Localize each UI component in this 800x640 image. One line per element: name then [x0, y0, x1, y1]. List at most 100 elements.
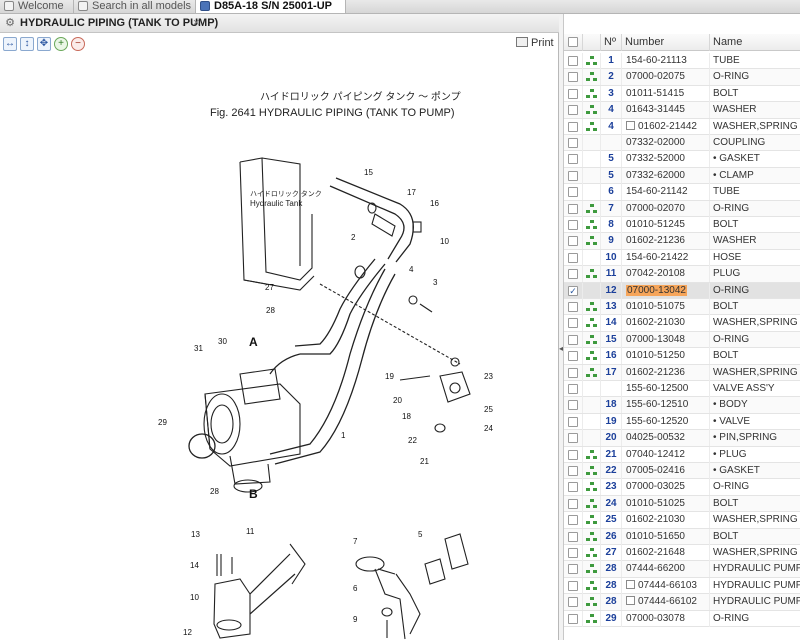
row-checkbox[interactable] [568, 548, 578, 558]
row-checkbox[interactable] [568, 498, 578, 509]
sub-item-checkbox[interactable] [626, 579, 635, 589]
row-checkbox[interactable] [568, 88, 578, 99]
row-select-cell[interactable] [564, 331, 583, 348]
row-part-number[interactable]: 01010-51075 [622, 299, 710, 315]
row-select-cell[interactable] [564, 167, 583, 184]
row-select-cell[interactable] [564, 217, 583, 233]
row-select-cell[interactable] [564, 528, 583, 545]
callout-16[interactable]: 16 [430, 199, 439, 208]
row-checkbox[interactable] [568, 105, 578, 116]
row-select-cell[interactable] [564, 184, 583, 201]
callout-1[interactable]: 1 [341, 431, 346, 440]
callout-14[interactable]: 14 [190, 561, 199, 570]
row-checkbox[interactable] [568, 220, 578, 230]
row-checkbox[interactable] [568, 531, 578, 542]
callout-20[interactable]: 20 [393, 396, 402, 405]
row-checkbox[interactable] [568, 203, 578, 214]
row-select-cell[interactable] [564, 430, 583, 447]
assembly-tree-icon[interactable] [586, 88, 598, 99]
row-select-cell[interactable] [564, 299, 583, 315]
row-checkbox[interactable] [568, 400, 578, 411]
assembly-tree-icon[interactable] [586, 334, 598, 345]
fit-height-icon[interactable]: ↕ [20, 37, 34, 51]
row-checkbox[interactable] [568, 580, 578, 591]
row-part-number[interactable]: 01602-21030 [622, 315, 710, 332]
row-part-number[interactable]: 07005-02416 [622, 463, 710, 479]
row-select-cell[interactable] [564, 135, 583, 151]
callout-30[interactable]: 30 [218, 337, 227, 346]
assembly-tree-icon[interactable] [586, 269, 598, 279]
callout-19[interactable]: 19 [385, 372, 394, 381]
close-icon[interactable]: × [193, 17, 200, 29]
callout-13[interactable]: 13 [191, 530, 200, 539]
row-select-cell[interactable] [564, 249, 583, 266]
row-checkbox[interactable] [568, 269, 578, 280]
row-part-number[interactable]: 07042-20108 [622, 266, 710, 283]
row-select-cell[interactable] [564, 463, 583, 479]
row-part-number[interactable]: 01602-21236 [622, 364, 710, 381]
row-part-number[interactable]: 154-60-21113 [622, 53, 710, 69]
row-checkbox[interactable] [568, 187, 578, 198]
callout-6[interactable]: 6 [353, 584, 358, 593]
callout-29[interactable]: 29 [158, 418, 167, 427]
row-checkbox[interactable] [568, 597, 578, 608]
assembly-tree-icon[interactable] [586, 564, 598, 574]
assembly-tree-icon[interactable] [586, 56, 598, 66]
fit-page-icon[interactable]: ✥ [37, 37, 51, 51]
row-part-number[interactable]: 07444-66200 [622, 561, 710, 578]
row-select-cell[interactable] [564, 577, 583, 594]
callout-15[interactable]: 15 [364, 168, 373, 177]
callout-22[interactable]: 22 [408, 436, 417, 445]
row-part-number[interactable]: 07332-52000 [622, 151, 710, 168]
row-select-cell[interactable] [564, 545, 583, 561]
row-checkbox[interactable] [568, 449, 578, 460]
tab-search-all-models[interactable]: Search in all models [74, 0, 196, 13]
header-no[interactable]: Nº [601, 34, 622, 51]
row-checkbox[interactable] [568, 252, 578, 263]
callout-28b[interactable]: 28 [210, 487, 219, 496]
assembly-tree-icon[interactable] [586, 449, 598, 460]
assembly-tree-icon[interactable] [586, 220, 598, 230]
row-checkbox[interactable] [568, 154, 578, 165]
callout-24[interactable]: 24 [484, 424, 493, 433]
row-select-cell[interactable] [564, 512, 583, 529]
row-checkbox[interactable] [568, 138, 578, 148]
tab-model[interactable]: D85A-18 S/N 25001-UP [196, 0, 346, 13]
row-select-cell[interactable] [564, 200, 583, 217]
assembly-tree-icon[interactable] [586, 482, 598, 492]
row-part-number[interactable]: 07000-02075 [622, 69, 710, 86]
row-select-cell[interactable] [564, 364, 583, 381]
row-checkbox[interactable] [568, 121, 578, 132]
row-select-cell[interactable]: ✓ [564, 282, 583, 299]
row-select-cell[interactable] [564, 610, 583, 627]
assembly-tree-icon[interactable] [586, 351, 598, 361]
row-select-cell[interactable] [564, 315, 583, 332]
assembly-tree-icon[interactable] [586, 72, 598, 82]
callout-2[interactable]: 2 [351, 233, 356, 242]
row-part-number[interactable]: 01011-51415 [622, 85, 710, 102]
assembly-tree-icon[interactable] [586, 498, 598, 509]
assembly-tree-icon[interactable] [586, 105, 598, 115]
row-part-number[interactable]: 01602-21030 [622, 512, 710, 529]
assembly-tree-icon[interactable] [586, 302, 598, 312]
row-part-number[interactable]: 07332-62000 [622, 167, 710, 184]
row-select-cell[interactable] [564, 594, 583, 611]
tab-welcome[interactable]: Welcome [0, 0, 74, 13]
row-checkbox[interactable] [568, 351, 578, 362]
zoom-out-icon[interactable]: − [71, 37, 85, 51]
row-checkbox[interactable] [568, 466, 578, 476]
header-select[interactable] [564, 34, 583, 51]
row-select-cell[interactable] [564, 85, 583, 102]
row-part-number[interactable]: 07040-12412 [622, 446, 710, 463]
